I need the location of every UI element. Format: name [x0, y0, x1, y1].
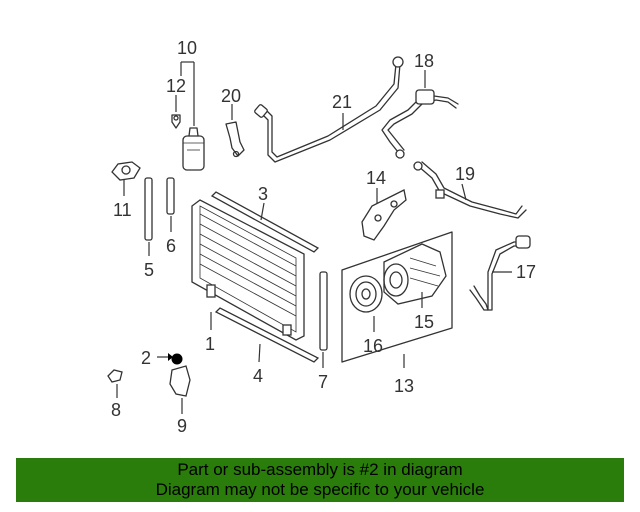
part-11-bracket[interactable] [111, 161, 141, 196]
callout-13[interactable]: 13 [394, 376, 414, 396]
callout-3[interactable]: 3 [258, 184, 268, 204]
callout-11[interactable]: 11 [113, 200, 132, 220]
part-7-seal[interactable] [319, 271, 328, 368]
part-16-clutch[interactable] [349, 275, 383, 332]
part-notice-banner: Part or sub-assembly is #2 in diagram Di… [16, 458, 624, 502]
callout-18[interactable]: 18 [414, 51, 434, 71]
callout-2[interactable]: 2 [141, 348, 151, 368]
callout-14[interactable]: 14 [366, 168, 386, 188]
part-12-switch[interactable] [171, 95, 181, 129]
callout-10[interactable]: 10 [177, 38, 197, 58]
part-10-receiver-dryer[interactable] [180, 61, 205, 171]
part-1-condenser[interactable] [191, 199, 305, 341]
part-21-hose[interactable] [254, 56, 404, 163]
callout-20[interactable]: 20 [221, 86, 241, 106]
part-17-hose[interactable] [469, 235, 531, 311]
part-14-bracket[interactable] [361, 188, 407, 241]
part-3-seal[interactable] [210, 191, 320, 253]
part-8-bolt[interactable] [107, 369, 123, 398]
callout-21[interactable]: 21 [332, 92, 352, 112]
part-20-sensor[interactable] [225, 104, 245, 158]
callout-19[interactable]: 19 [455, 164, 475, 184]
part-9-bracket[interactable] [169, 365, 191, 414]
parts-diagram: 10 12 20 21 18 19 11 [107, 38, 536, 436]
part-15-compressor[interactable] [383, 243, 447, 308]
callout-6[interactable]: 6 [166, 236, 176, 256]
callout-15[interactable]: 15 [414, 312, 434, 332]
callout-17[interactable]: 17 [516, 262, 536, 282]
part-6-seal[interactable] [166, 177, 175, 232]
part-4-seal[interactable] [214, 307, 320, 363]
part-19-hose[interactable] [413, 161, 527, 219]
part-18-pipe[interactable] [381, 70, 459, 159]
callout-9[interactable]: 9 [177, 416, 187, 436]
callout-7[interactable]: 7 [318, 372, 328, 392]
callout-4[interactable]: 4 [253, 366, 263, 386]
notice-line-disclaimer: Diagram may not be specific to your vehi… [155, 480, 485, 499]
callout-8[interactable]: 8 [111, 400, 121, 420]
callout-12[interactable]: 12 [166, 76, 186, 96]
callout-16[interactable]: 16 [363, 336, 383, 356]
part-5-seal[interactable] [144, 177, 153, 256]
callout-1[interactable]: 1 [205, 334, 215, 354]
callout-5[interactable]: 5 [144, 260, 154, 280]
part-13-compressor-assembly[interactable] [341, 231, 453, 368]
notice-line-part: Part or sub-assembly is #2 in diagram [177, 460, 463, 479]
part-2-nut[interactable] [157, 353, 183, 365]
